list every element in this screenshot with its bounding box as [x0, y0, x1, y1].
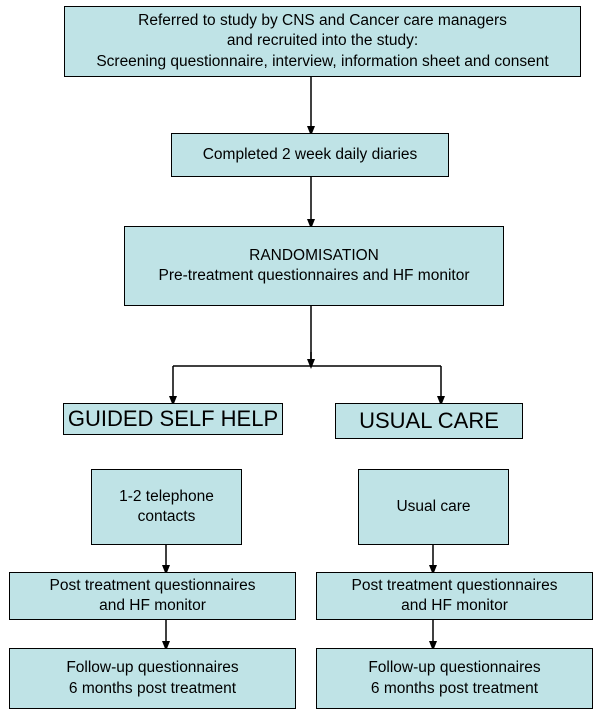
usual-care-title: USUAL CARE: [359, 407, 499, 433]
recruitment-line-2: and recruited into the study:: [226, 32, 419, 50]
guided-step1-line-2: contacts: [137, 508, 196, 525]
usual-step3-line-1: Follow-up questionnaires: [368, 659, 541, 677]
guided-step1-line-1: 1-2 telephone: [119, 487, 214, 505]
guided-step3-line-1: Follow-up questionnaires: [66, 659, 239, 677]
guided-self-help-title: GUIDED SELF HELP: [67, 405, 279, 431]
usual-step2-line-1: Post treatment questionnaires: [351, 576, 558, 594]
guided-step2-line-1: Post treatment questionnaires: [49, 576, 256, 594]
usual-care-title-box: USUAL CARE: [335, 403, 523, 439]
guided-step3-box: Follow-up questionnaires 6 months post t…: [9, 648, 296, 709]
usual-step2-line-2: and HF monitor: [401, 597, 508, 614]
usual-step3-box: Follow-up questionnaires 6 months post t…: [316, 648, 593, 709]
randomisation-line-1: RANDOMISATION: [249, 246, 379, 264]
guided-step2-line-2: and HF monitor: [99, 597, 206, 614]
diaries-line-1: Completed 2 week daily diaries: [202, 145, 418, 163]
guided-step3-line-2: 6 months post treatment: [68, 679, 237, 697]
randomisation-box: RANDOMISATION Pre-treatment questionnair…: [124, 226, 504, 306]
guided-step1-box: 1-2 telephone contacts: [91, 469, 242, 545]
recruitment-line-1: Referred to study by CNS and Cancer care…: [138, 12, 507, 30]
usual-step3-line-2: 6 months post treatment: [370, 679, 539, 697]
usual-step2-box: Post treatment questionnaires and HF mon…: [316, 572, 593, 620]
usual-step1-box: Usual care: [358, 469, 509, 545]
diaries-box: Completed 2 week daily diaries: [171, 133, 449, 177]
guided-self-help-title-box: GUIDED SELF HELP: [63, 403, 283, 435]
randomisation-line-2: Pre-treatment questionnaires and HF moni…: [158, 267, 470, 284]
usual-step1-line-1: Usual care: [396, 497, 471, 515]
recruitment-box: Referred to study by CNS and Cancer care…: [64, 6, 581, 77]
guided-step2-box: Post treatment questionnaires and HF mon…: [9, 572, 296, 620]
recruitment-line-3: Screening questionnaire, interview, info…: [96, 52, 549, 70]
